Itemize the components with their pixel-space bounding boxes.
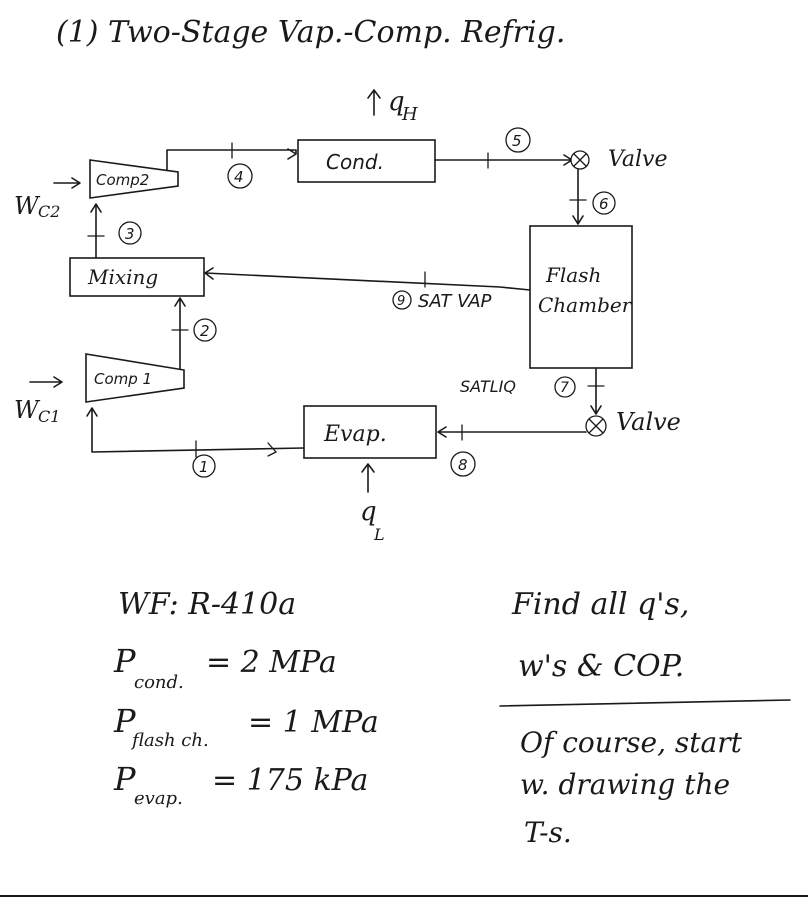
condenser: [297, 139, 436, 183]
p-flash-symbol: P: [113, 702, 136, 740]
line-state-7: [590, 367, 602, 415]
diagram-title: (1) Two-Stage Vap.-Comp. Refrig.: [56, 15, 565, 50]
work-comp2-subscript: C2: [38, 202, 60, 221]
state-6-label: 6: [599, 195, 609, 213]
state-1-marker: [192, 454, 216, 478]
state-1-label: 1: [199, 458, 209, 476]
state-4-label: 4: [234, 168, 244, 186]
state-5-marker: [505, 127, 531, 153]
flash-chamber-label-2: Chamber: [538, 293, 633, 317]
line-state-8: [437, 426, 587, 438]
line-state-9: [204, 267, 531, 291]
state-3-label: 3: [125, 225, 135, 243]
task-line-2: w's & COP.: [518, 649, 684, 684]
evaporator-label: Evap.: [323, 422, 387, 447]
work-comp2-label: W: [14, 192, 41, 220]
p-evap-value: = 175 kPa: [212, 763, 368, 798]
state-2-marker: [193, 318, 217, 342]
task-line-4: w. drawing the: [520, 768, 730, 801]
state-8-marker: [450, 451, 476, 477]
p-flash-value: = 1 MPa: [248, 705, 379, 740]
flash-chamber: [529, 225, 633, 369]
work-comp2-arrow: [53, 177, 81, 189]
task-line-5: T-s.: [524, 816, 572, 849]
heat-in-subscript: L: [373, 525, 385, 544]
flash-chamber-label-1: Flash: [545, 263, 601, 287]
line-state-2: [174, 297, 186, 371]
state-7-label: 7: [560, 380, 569, 396]
task-line-1: Find all q's,: [511, 587, 689, 622]
p-cond-value: = 2 MPa: [206, 645, 337, 680]
task-divider: [499, 699, 791, 707]
evaporator: [303, 405, 437, 459]
sat-vap-label: SAT VAP: [418, 291, 492, 312]
line-state-1: [86, 407, 305, 453]
state-3-marker: [118, 221, 142, 245]
state-4-marker: [227, 163, 253, 189]
state-2-label: 2: [200, 322, 210, 340]
working-fluid: WF: R-410a: [118, 587, 296, 622]
compressor-1-label: Comp 1: [94, 370, 152, 388]
sat-liq-label: SATLIQ: [460, 377, 516, 396]
valve-top-label: Valve: [608, 147, 667, 172]
heat-in-arrow: [361, 463, 375, 493]
state-7-marker: [554, 376, 576, 398]
heat-out-subscript: H: [401, 104, 418, 125]
state-9-marker: [392, 290, 412, 310]
valve-bottom-label: Valve: [616, 408, 681, 436]
p-cond-symbol: P: [113, 642, 136, 680]
p-flash-subscript: flash ch.: [130, 730, 209, 751]
p-evap-subscript: evap.: [134, 788, 183, 809]
mixing-chamber-label: Mixing: [87, 265, 158, 289]
work-comp1-arrow: [29, 376, 63, 388]
heat-in-label: q: [360, 497, 377, 527]
heat-out-arrow: [367, 89, 381, 116]
compressor-2: [89, 159, 179, 199]
p-cond-subscript: cond.: [134, 672, 184, 693]
line-state-5: [434, 154, 573, 166]
task-line-3: Of course, start: [520, 726, 743, 759]
state-6-marker: [592, 191, 616, 215]
line-state-3: [90, 203, 102, 259]
state-8-label: 8: [458, 456, 468, 474]
work-comp1-label: W: [14, 396, 41, 424]
state-5-label: 5: [512, 132, 522, 150]
condenser-label: Cond.: [326, 150, 384, 174]
mixing-chamber: [69, 257, 205, 297]
work-comp1-subscript: C1: [38, 407, 60, 426]
heat-out-label: q: [388, 87, 405, 117]
compressor-2-label: Comp2: [96, 171, 149, 189]
line-state-6: [572, 168, 584, 225]
p-evap-symbol: P: [113, 760, 136, 798]
compressor-1: [85, 353, 185, 403]
state-9-label: 9: [397, 294, 405, 309]
